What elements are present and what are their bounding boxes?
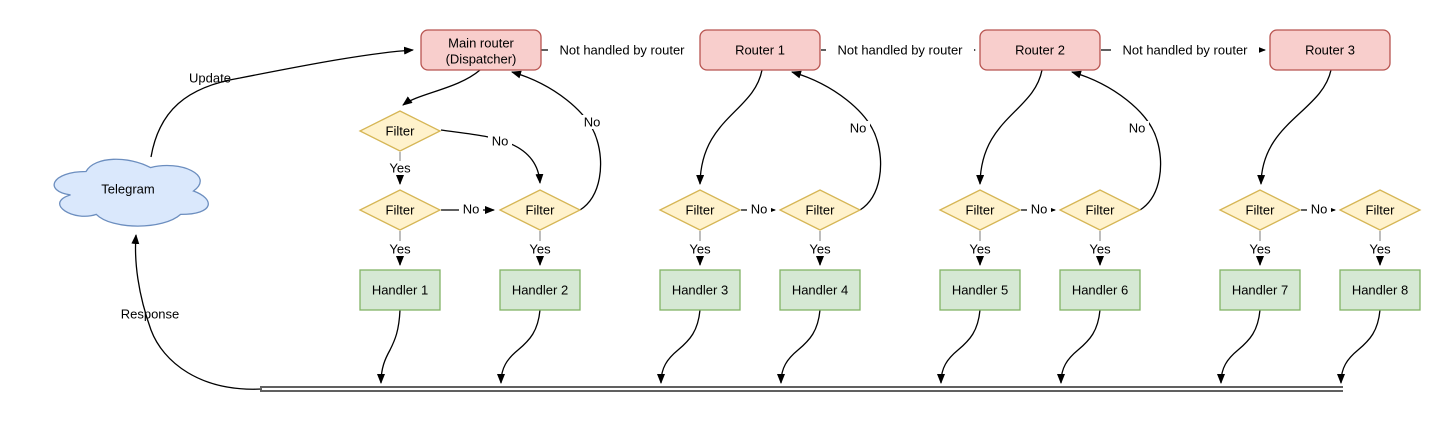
edge-main-to-filter [402, 69, 481, 106]
filter-label: Filter [526, 203, 556, 218]
handler-label: Handler 5 [952, 283, 1008, 298]
handler-label: Handler 1 [372, 283, 428, 298]
label-yes: Yes [1089, 242, 1111, 257]
svg-text:No: No [850, 121, 867, 136]
router-3-label: Router 3 [1305, 43, 1355, 58]
edge-handler1-to-bus [377, 309, 401, 384]
main-router-label-line2: (Dispatcher) [446, 52, 517, 67]
label-yes: Yes [969, 242, 991, 257]
edge-handler4-to-bus [777, 309, 821, 384]
node-filter-main-top: Filter [358, 110, 442, 152]
node-filter-main-left: Filter [358, 189, 442, 231]
node-handler-2: Handler 2 [499, 269, 581, 311]
edge-router3-to-filter [1257, 69, 1332, 185]
handler-label: Handler 3 [672, 283, 728, 298]
svg-text:No: No [1031, 202, 1048, 217]
edge-update [150, 46, 414, 158]
node-handler-1: Handler 1 [359, 269, 441, 311]
label-not-handled-1: Not handled by router [548, 42, 696, 58]
label-no: No [1125, 121, 1149, 136]
edge-handler6-to-bus [1057, 309, 1101, 384]
label-yes: Yes [809, 242, 831, 257]
node-handler-3: Handler 3 [659, 269, 741, 311]
svg-text:No: No [584, 115, 601, 130]
edge-router1-loopback-no [791, 70, 882, 211]
handler-label: Handler 6 [1072, 283, 1128, 298]
filter-label: Filter [386, 203, 416, 218]
edge-main-loopback-no [511, 70, 602, 211]
router-1-label: Router 1 [735, 43, 785, 58]
filter-label: Filter [1086, 203, 1116, 218]
node-router-3: Router 3 [1269, 29, 1391, 71]
filter-label: Filter [686, 203, 716, 218]
filter-label: Filter [1246, 203, 1276, 218]
node-filter-router2-right: Filter [1058, 189, 1142, 231]
node-handler-8: Handler 8 [1339, 269, 1421, 311]
edge-router2-loopback-no [1071, 70, 1162, 211]
node-filter-main-right: Filter [498, 189, 582, 231]
router-2-label: Router 2 [1015, 43, 1065, 58]
node-handler-4: Handler 4 [779, 269, 861, 311]
telegram-cloud-label: Telegram [101, 182, 154, 197]
handler-label: Handler 4 [792, 283, 848, 298]
label-yes: Yes [1249, 242, 1271, 257]
edge-handler2-to-bus [497, 309, 541, 384]
telegram-cloud: Telegram [53, 158, 209, 227]
label-not-handled-3: Not handled by router [1111, 42, 1259, 58]
node-filter-router2-left: Filter [938, 189, 1022, 231]
node-main-router: Main router (Dispatcher) [420, 29, 542, 71]
svg-text:No: No [492, 134, 509, 149]
node-handler-5: Handler 5 [939, 269, 1021, 311]
svg-text:No: No [751, 202, 768, 217]
edge-handler8-to-bus [1337, 309, 1381, 384]
svg-text:No: No [1129, 121, 1146, 136]
label-yes: Yes [1369, 242, 1391, 257]
handler-label: Handler 2 [512, 283, 568, 298]
filter-label: Filter [806, 203, 836, 218]
svg-text:Not handled by router: Not handled by router [837, 43, 963, 58]
edge-router1-to-filter [696, 69, 763, 185]
edge-handler5-to-bus [937, 309, 981, 384]
label-yes: Yes [389, 161, 411, 176]
label-update: Update [189, 71, 231, 86]
node-filter-router1-right: Filter [778, 189, 862, 231]
edge-response [131, 234, 263, 390]
svg-text:Not handled by router: Not handled by router [1122, 43, 1248, 58]
edge-handler7-to-bus [1217, 309, 1261, 384]
node-handler-6: Handler 6 [1059, 269, 1141, 311]
response-bus-line [260, 386, 1343, 392]
label-no: No [1027, 202, 1051, 217]
node-filter-router3-right: Filter [1338, 189, 1422, 231]
label-yes: Yes [689, 242, 711, 257]
node-router-2: Router 2 [979, 29, 1101, 71]
filter-label: Filter [386, 124, 416, 139]
filter-label: Filter [966, 203, 996, 218]
node-handler-7: Handler 7 [1219, 269, 1301, 311]
edge-router2-to-filter [976, 69, 1043, 185]
node-filter-router3-left: Filter [1218, 189, 1302, 231]
svg-text:No: No [1311, 202, 1328, 217]
node-filter-router1-left: Filter [658, 189, 742, 231]
handler-label: Handler 8 [1352, 283, 1408, 298]
label-no: No [488, 134, 512, 149]
label-response: Response [121, 307, 180, 322]
svg-text:Not handled by router: Not handled by router [559, 43, 685, 58]
edge-handler3-to-bus [657, 309, 701, 384]
handler-label: Handler 7 [1232, 283, 1288, 298]
svg-text:No: No [463, 202, 480, 217]
main-router-label-line1: Main router [448, 36, 514, 51]
label-no: No [1307, 202, 1331, 217]
label-yes: Yes [389, 242, 411, 257]
label-no: No [747, 202, 771, 217]
label-not-handled-2: Not handled by router [826, 42, 974, 58]
label-no: No [846, 121, 870, 136]
label-no: No [580, 115, 604, 130]
label-no: No [459, 202, 483, 217]
node-router-1: Router 1 [699, 29, 821, 71]
label-yes: Yes [529, 242, 551, 257]
filter-label: Filter [1366, 203, 1396, 218]
